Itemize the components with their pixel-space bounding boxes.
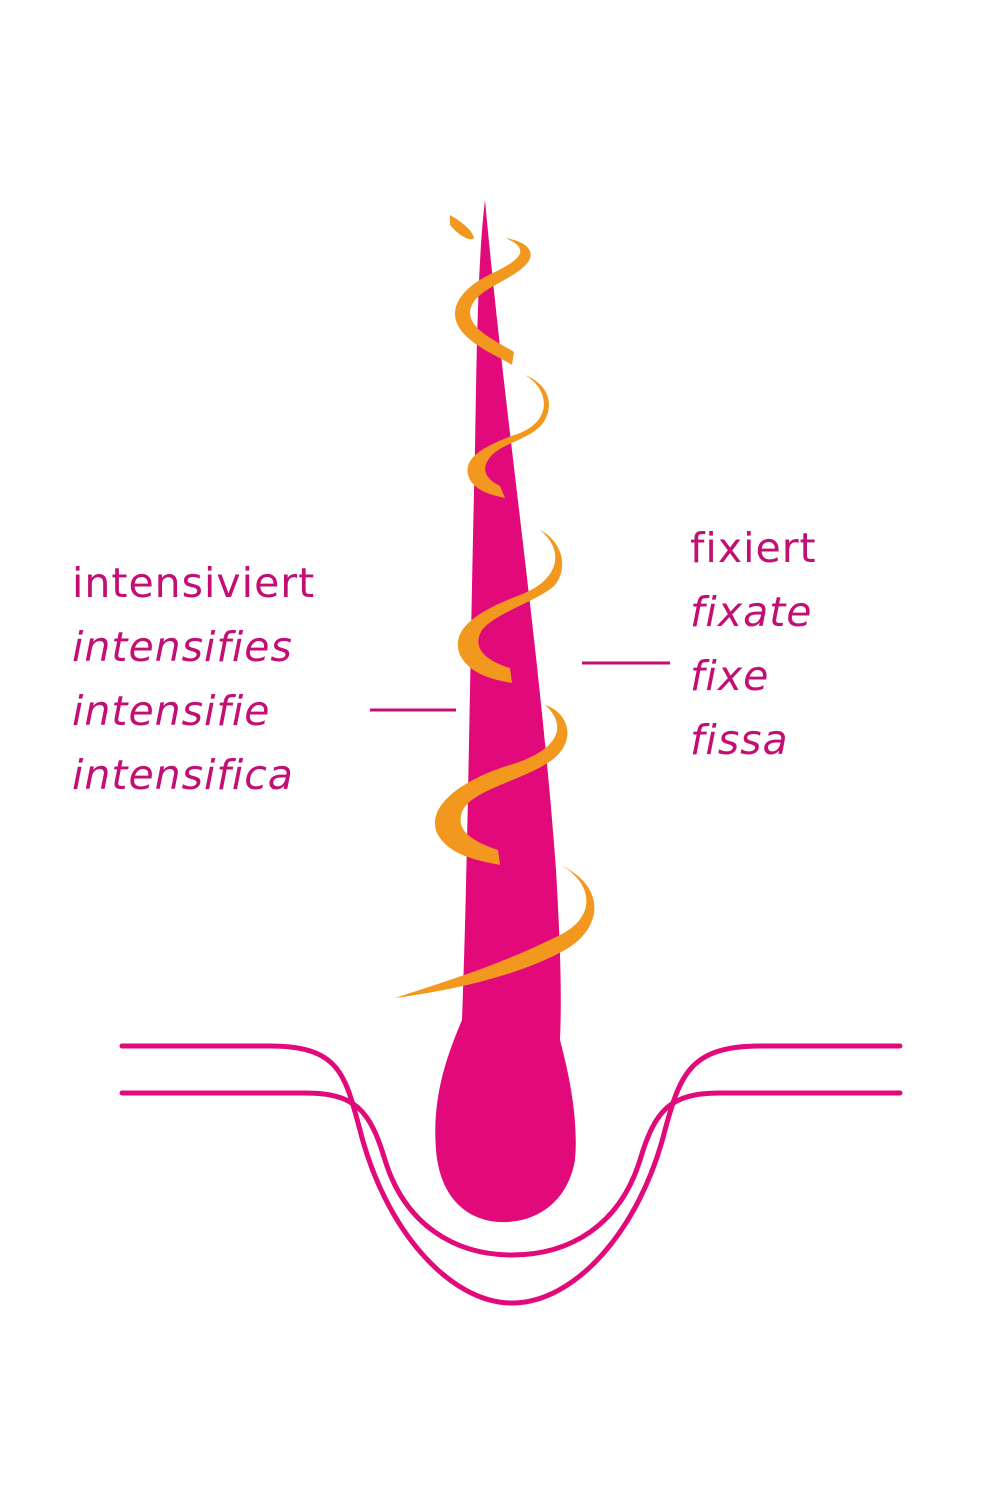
spiral-loop-2 — [467, 375, 549, 498]
fixes-label-it: fissa — [690, 716, 789, 764]
fixes-label-en: fixate — [690, 588, 813, 636]
intensifies-label-fr: intensifie — [72, 687, 271, 735]
fixes-label-group: fixiert fixate fixe fissa — [690, 516, 817, 772]
skin-inner-line — [119, 1090, 903, 1258]
spiral-loop-5 — [395, 865, 595, 998]
follicle-icon — [119, 1043, 903, 1306]
fixes-label-de: fixiert — [690, 524, 817, 572]
spiral-tip — [450, 215, 474, 240]
intensifies-label-de: intensiviert — [72, 559, 316, 607]
spiral-loop-3 — [457, 530, 563, 683]
intensifies-label-en: intensifies — [72, 623, 293, 671]
skin-outer-line — [119, 1043, 903, 1306]
spiral-coating-icon — [395, 215, 595, 998]
fixes-label-fr: fixe — [690, 652, 770, 700]
spiral-loop-1 — [455, 238, 531, 365]
intensifies-label-it: intensifica — [72, 751, 294, 799]
hair-strand-icon — [435, 200, 576, 1223]
intensifies-label-group: intensiviert intensifies intensifie inte… — [72, 551, 315, 807]
